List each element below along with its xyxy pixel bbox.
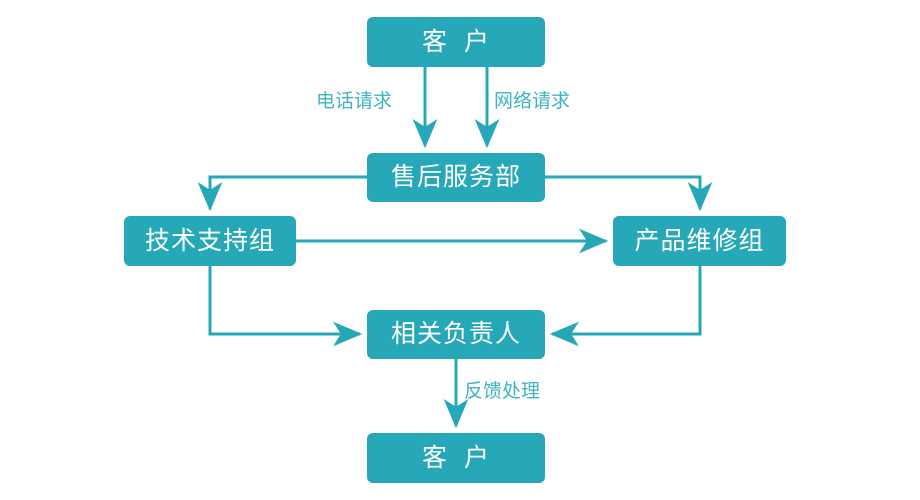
node-label: 客 户 <box>422 443 490 472</box>
node-repair-group[interactable]: 产品维修组 <box>613 216 786 266</box>
node-tech-support[interactable]: 技术支持组 <box>124 216 296 266</box>
edge-service-to-tech <box>197 175 367 212</box>
node-label: 产品维修组 <box>634 226 765 255</box>
edge-service-to-repair <box>545 175 713 212</box>
edge-label-network-request: 网络请求 <box>494 91 571 112</box>
node-customer-top[interactable]: 客 户 <box>367 17 545 67</box>
node-customer-bottom[interactable]: 客 户 <box>367 433 545 483</box>
node-label: 相关负责人 <box>390 320 521 348</box>
node-label: 售后服务部 <box>390 163 521 191</box>
node-responsible-person[interactable]: 相关负责人 <box>367 310 545 359</box>
node-service-dept[interactable]: 售后服务部 <box>367 153 545 202</box>
node-label: 客 户 <box>422 27 490 56</box>
node-label: 技术支持组 <box>144 226 275 255</box>
edge-label-phone-request: 电话请求 <box>316 91 393 112</box>
edge-label-feedback-processing: 反馈处理 <box>464 381 541 402</box>
edge-tech-to-responsible <box>208 266 363 347</box>
edge-repair-to-responsible <box>549 266 702 347</box>
